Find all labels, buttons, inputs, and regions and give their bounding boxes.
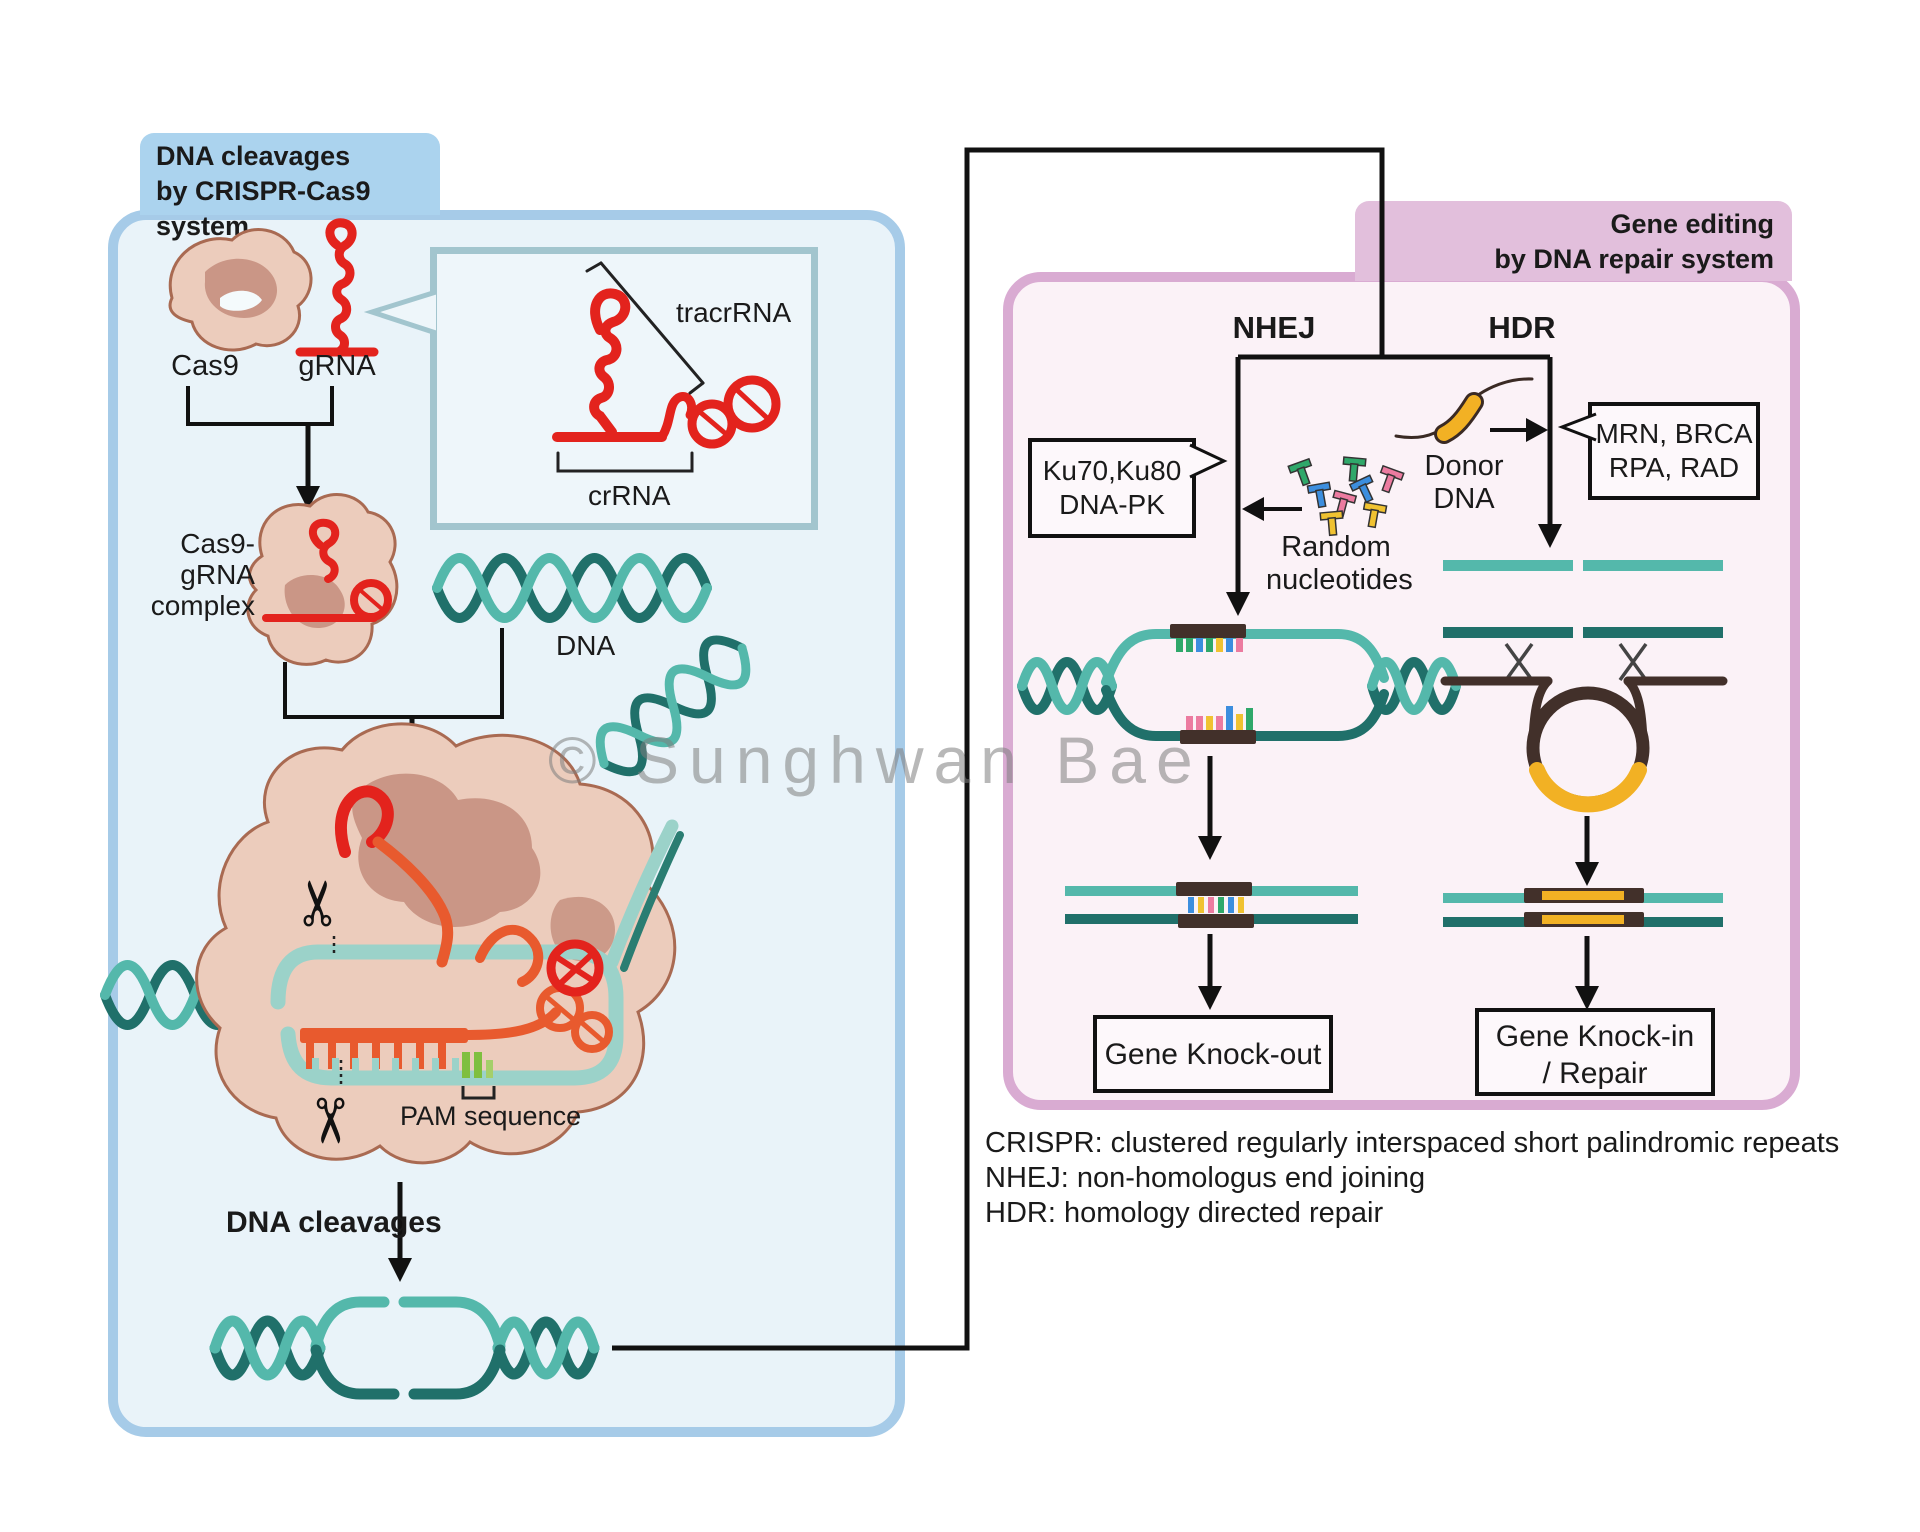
left-panel-title-line2: by CRISPR-Cas9 system — [156, 176, 371, 241]
cas9-grna-complex-label-line2: complex — [150, 590, 255, 621]
random-nucleotides-label-line1: Random — [1281, 531, 1391, 563]
donor-dna-label: Donor DNA — [1424, 450, 1504, 516]
cas9-grna-complex-label: Cas9-gRNA complex — [110, 528, 255, 621]
left-panel-title-line1: DNA cleavages — [156, 141, 351, 171]
dna-label: DNA — [556, 630, 616, 661]
scissors-icon: ✂ — [284, 877, 354, 929]
crrna-label: crRNA — [588, 480, 671, 511]
gene-knockout-label: Gene Knock-out — [1104, 1038, 1322, 1071]
footnote-hdr: HDR: homology directed repair — [985, 1197, 1384, 1229]
grna-label: gRNA — [298, 350, 376, 382]
right-panel-title-line2: by DNA repair system — [1494, 244, 1774, 274]
tracrrna-label: tracrRNA — [676, 297, 792, 328]
ku-enzymes-line2: DNA-PK — [1059, 489, 1165, 520]
cas9-grna-complex-label-line1: Cas9-gRNA — [180, 528, 255, 590]
gene-editing-panel — [1003, 272, 1800, 1110]
abbreviation-footnotes: CRISPR: clustered regularly interspaced … — [985, 1126, 1839, 1231]
mrn-enzymes-line1: MRN, BRCA — [1595, 418, 1753, 449]
gene-knockin-label-line1: Gene Knock-in — [1495, 1020, 1695, 1053]
pam-sequence-label: PAM sequence — [400, 1101, 582, 1131]
ku-enzymes-line1: Ku70,Ku80 — [1042, 455, 1182, 486]
scissors-icon: ✂ — [293, 1095, 363, 1147]
hdr-header: HDR — [1488, 310, 1556, 345]
donor-dna-label-line2: DNA — [1433, 483, 1495, 515]
random-nucleotides-label-line2: nucleotides — [1266, 564, 1413, 596]
mrn-enzymes-line2: RPA, RAD — [1608, 452, 1740, 483]
gene-knockin-box: Gene Knock-in / Repair — [1475, 1008, 1715, 1096]
cas9-label: Cas9 — [171, 350, 239, 382]
gene-knockin-label-line2: / Repair — [1542, 1057, 1648, 1090]
random-nucleotides-label: Random nucleotides — [1266, 531, 1413, 597]
mrn-enzymes-box: MRN, BRCA RPA, RAD — [1588, 402, 1760, 500]
dna-cleavages-label: DNA cleavages — [226, 1206, 442, 1239]
gene-knockout-box: Gene Knock-out — [1093, 1015, 1333, 1093]
left-panel-title: DNA cleavages by CRISPR-Cas9 system — [140, 133, 440, 241]
ku-enzymes-box: Ku70,Ku80 DNA-PK — [1028, 438, 1196, 538]
footnote-nhej: NHEJ: non-homologus end joining — [985, 1162, 1426, 1194]
right-panel-title: Gene editing by DNA repair system — [1355, 201, 1792, 281]
nhej-header: NHEJ — [1232, 310, 1316, 345]
donor-dna-label-line1: Donor — [1424, 450, 1504, 482]
right-panel-title-line1: Gene editing — [1610, 209, 1774, 239]
footnote-crispr: CRISPR: clustered regularly interspaced … — [985, 1127, 1840, 1159]
watermark: © Sunghwan Bae — [548, 723, 1203, 797]
